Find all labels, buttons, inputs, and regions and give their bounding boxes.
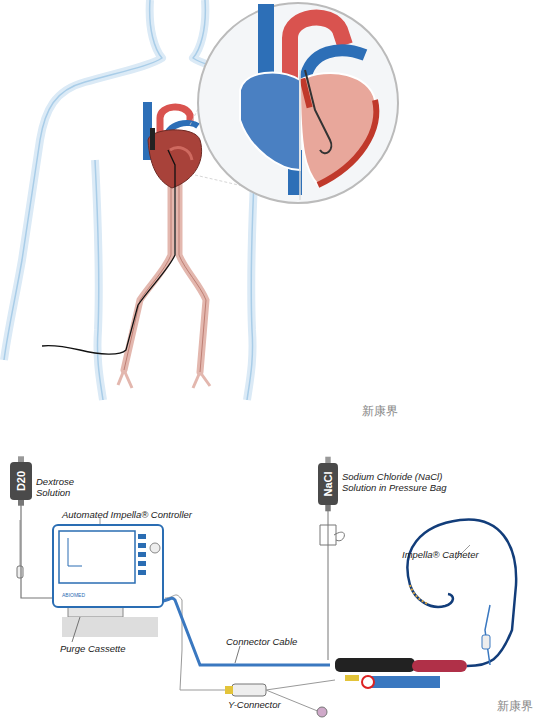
stopcock: [317, 707, 327, 717]
vessels: [118, 185, 210, 388]
part-label: Connector Cable: [226, 636, 297, 647]
node-heading: Automated Impella® Controller: [62, 509, 192, 520]
screen: [59, 531, 135, 583]
watermark: 新康界: [497, 698, 533, 715]
body-outline: [4, 0, 305, 400]
inset-pump: [299, 78, 312, 109]
purge-tube: [165, 595, 230, 690]
drip-chamber: [17, 566, 23, 578]
femoral-branches: [118, 370, 210, 388]
hub-red: [412, 660, 467, 672]
catheter: [407, 519, 516, 666]
cable-leader: [235, 646, 240, 663]
node-heading: Sodium Chloride (NaCl) Solution in Press…: [342, 471, 462, 493]
bag-body: [318, 463, 338, 505]
bag-hanger: [325, 457, 330, 463]
catheter-line: [42, 150, 175, 354]
heart-highlight: [170, 148, 192, 160]
part-label: Y-Connector: [228, 699, 281, 710]
connector-cable: [150, 598, 330, 665]
bag-body: [10, 462, 32, 500]
bag-label: NaCl: [322, 471, 334, 496]
svc: [258, 4, 274, 74]
myocardium: [318, 100, 376, 185]
pump-segment: [150, 128, 155, 150]
sidearm-valve: [482, 635, 490, 649]
vessel-edge: [124, 185, 206, 372]
watermark: 新康界: [362, 403, 398, 420]
y-connector-cap: [225, 686, 233, 694]
hub-label: [370, 676, 440, 688]
cassette-leader: [72, 617, 80, 642]
body-line: [4, 0, 305, 400]
soft-keys: [138, 534, 146, 575]
tube-connector: [21, 500, 52, 598]
descending-aorta: [124, 185, 206, 372]
hub-body: [335, 658, 415, 672]
system: [17, 505, 516, 717]
catheter-tip: [410, 585, 428, 604]
hub-yellow: [345, 675, 359, 681]
bag-port: [18, 500, 24, 506]
solution-bag: NaClSodium Chloride (NaCl) Solution in P…: [318, 463, 338, 505]
inset: [198, 3, 398, 203]
knob: [150, 543, 160, 553]
left-heart: [300, 73, 376, 185]
inset-catheter: [305, 70, 331, 153]
inset-sheath: [299, 70, 301, 200]
part-label: Impella® Catheter: [402, 549, 479, 560]
screen-mark: [68, 538, 82, 566]
bag-hanger: [18, 456, 24, 462]
tube-line: [21, 500, 52, 598]
nacl-tube: [320, 505, 336, 660]
right-heart: [240, 73, 300, 170]
nacl-clamp: [334, 532, 344, 541]
body-glow: [4, 0, 305, 400]
inset-circle: [198, 3, 398, 203]
bag-label: D20: [15, 471, 27, 491]
y-connector: [232, 684, 266, 696]
part-label: Purge Cassette: [60, 643, 125, 654]
bag-port: [325, 505, 330, 511]
hub-no-symbol: [362, 676, 374, 688]
heart: [143, 102, 202, 188]
node-heading: Dextrose Solution: [36, 476, 84, 498]
controller-box: Automated Impella® ControllerABIOMED: [52, 524, 164, 608]
solution-bag: D20Dextrose Solution: [10, 462, 32, 500]
brand-text: ABIOMED: [62, 592, 85, 598]
